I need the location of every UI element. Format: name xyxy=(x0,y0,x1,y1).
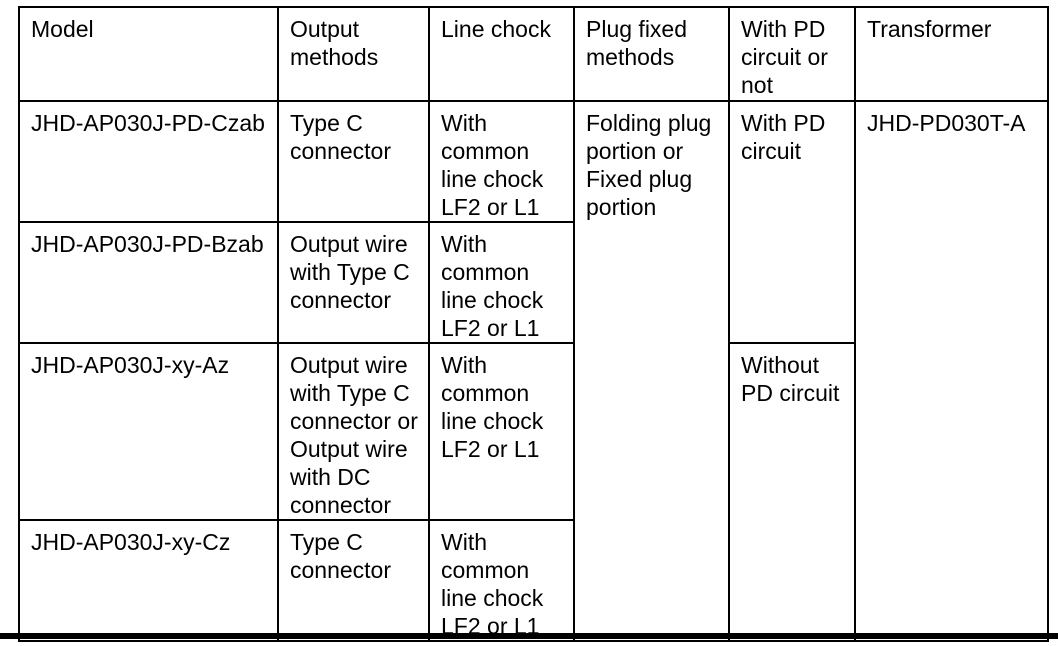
cell-output-methods: Output wire with Type C connector xyxy=(277,221,430,344)
table-header-row: Model Output methods Line chock Plug fix… xyxy=(18,6,1049,102)
cell-model: JHD-AP030J-xy-Cz xyxy=(18,519,279,642)
cell-output-methods: Type C connector xyxy=(277,100,430,223)
page-bottom-rule xyxy=(0,633,1058,639)
cell-output-methods: Output wire with Type C connector or Out… xyxy=(277,342,430,521)
table-row: JHD-AP030J-xy-Az Output wire with Type C… xyxy=(18,342,1048,642)
table-row: JHD-AP030J-PD-Czab Type C connector With… xyxy=(18,100,1049,642)
cell-line-chock: With common line chock LF2 or L1 xyxy=(428,100,575,223)
cell-model: JHD-AP030J-xy-Az xyxy=(18,342,279,521)
column-header-output-methods: Output methods xyxy=(277,6,430,102)
model-spec-table: Model Output methods Line chock Plug fix… xyxy=(18,6,1049,642)
cell-line-chock: With common line chock LF2 or L1 xyxy=(428,519,575,642)
column-header-line-chock: Line chock xyxy=(428,6,575,102)
cell-line-chock: With common line chock LF2 or L1 xyxy=(428,342,575,521)
cell-line-chock: With common line chock LF2 or L1 xyxy=(428,221,575,344)
cell-model: JHD-AP030J-PD-Czab xyxy=(18,100,279,223)
column-header-model: Model xyxy=(18,6,279,102)
column-header-pd-circuit: With PD circuit or not xyxy=(728,6,856,102)
table-row: JHD-AP030J-PD-Bzab Output wire with Type… xyxy=(18,221,1048,344)
column-header-transformer: Transformer xyxy=(854,6,1049,102)
cell-plug-fixed-methods: Folding plug portion or Fixed plug porti… xyxy=(573,100,730,642)
cell-output-methods: Type C connector xyxy=(277,519,430,642)
cell-pd-circuit-with: With PD circuit xyxy=(728,100,856,344)
cell-pd-circuit-without: Without PD circuit xyxy=(728,342,856,642)
cell-model: JHD-AP030J-PD-Bzab xyxy=(18,221,279,344)
column-header-plug-fixed-methods: Plug fixed methods xyxy=(573,6,730,102)
cell-transformer: JHD-PD030T-A xyxy=(854,100,1049,642)
